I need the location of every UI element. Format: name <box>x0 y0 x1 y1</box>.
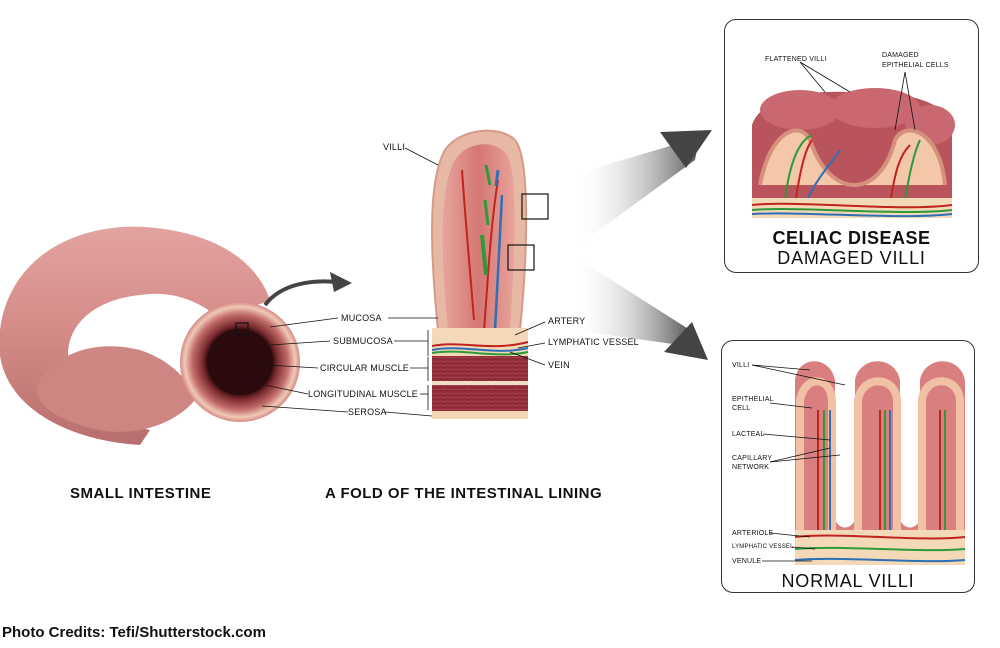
label-lymphatic: LYMPHATIC VESSEL <box>732 544 794 550</box>
label-lacteal: LACTEAL <box>732 431 765 438</box>
label-flattened-villi: FLATTENED VILLI <box>765 56 827 63</box>
damaged-villi-illustration <box>751 88 955 218</box>
normal-leader-lines <box>751 364 846 562</box>
photo-credit: Photo Credits: Tefi/Shutterstock.com <box>2 624 266 641</box>
caption-small-intestine: SMALL INTESTINE <box>70 485 212 502</box>
label-damaged: DAMAGED <box>882 52 919 59</box>
label-network: NETWORK <box>732 464 770 471</box>
label-vein: VEIN <box>548 360 570 370</box>
label-submucosa: SUBMUCOSA <box>333 336 393 346</box>
label-artery: ARTERY <box>548 316 586 326</box>
arrow-head-normal-icon <box>664 322 708 360</box>
label-serosa: SEROSA <box>348 407 387 417</box>
arrow-to-celiac-icon <box>572 135 700 250</box>
celiac-title: CELIAC DISEASE <box>772 228 931 248</box>
label-mucosa: MUCOSA <box>341 313 382 323</box>
normal-villi-illustration <box>794 361 966 565</box>
label-villi: VILLI <box>383 142 406 152</box>
small-intestine-illustration <box>0 226 300 445</box>
label-arteriole: ARTERIOLE <box>732 530 774 537</box>
label-cell: CELL <box>732 405 751 412</box>
label-normal-villi: VILLI <box>732 362 750 369</box>
label-epithelial: EPITHELIAL <box>732 396 774 403</box>
normal-title: NORMAL VILLI <box>781 571 915 591</box>
arrow-to-normal-icon <box>572 255 690 345</box>
normal-panel: VILLI EPITHELIAL CELL LACTEAL CAPILLARY … <box>721 340 975 593</box>
label-capillary: CAPILLARY <box>732 455 773 462</box>
celiac-leader-lines <box>799 61 916 131</box>
label-venule: VENULE <box>732 558 762 565</box>
fold-leader-lines <box>261 147 546 417</box>
celiac-panel: FLATTENED VILLI DAMAGED EPITHELIAL CELLS… <box>724 19 979 273</box>
caption-fold: A FOLD OF THE INTESTINAL LINING <box>325 485 603 502</box>
arrow-head-celiac-icon <box>660 130 712 168</box>
arrow-head-icon <box>330 272 352 292</box>
label-longitudinal-muscle: LONGITUDINAL MUSCLE <box>308 389 418 399</box>
label-circular-muscle: CIRCULAR MUSCLE <box>320 363 410 373</box>
label-epithelial-cells: EPITHELIAL CELLS <box>882 62 949 69</box>
intestinal-fold-illustration <box>431 129 549 419</box>
label-lymphatic-vessel: LYMPHATIC VESSEL <box>548 337 639 347</box>
celiac-subtitle: DAMAGED VILLI <box>777 248 926 268</box>
